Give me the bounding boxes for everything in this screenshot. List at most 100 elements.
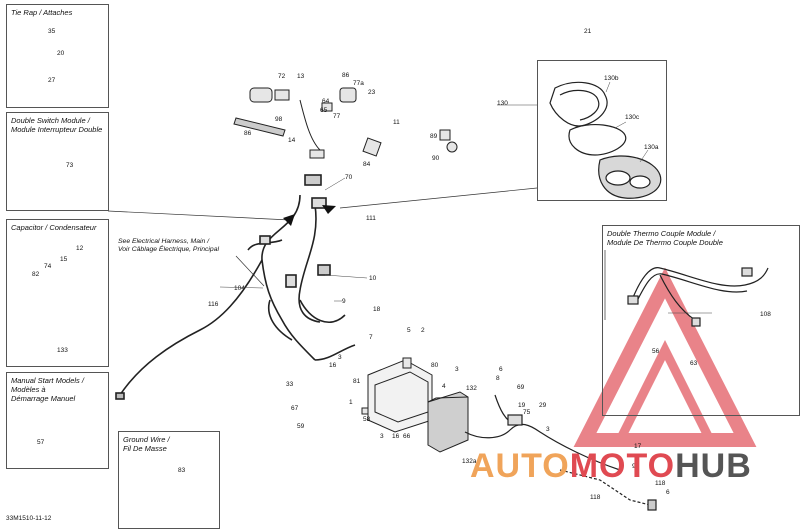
arrow-icon xyxy=(283,214,295,226)
cover-assembly xyxy=(549,81,662,199)
box-subtitle: Démarrage Manuel xyxy=(11,394,76,403)
double-switch-box: Double Switch Module / Module Interrupte… xyxy=(6,112,109,211)
part-label: 3 xyxy=(546,426,550,433)
part-label: 59 xyxy=(297,423,305,430)
part-label: 21 xyxy=(584,28,592,35)
part-label: 83 xyxy=(178,467,186,474)
part-label: 104 xyxy=(234,285,245,292)
part-label: 12 xyxy=(76,245,84,252)
part-label: 2 xyxy=(421,327,425,334)
part-label: 75 xyxy=(523,409,531,416)
thermo-couple-box: Double Thermo Couple Module / Module De … xyxy=(602,225,800,416)
top-connectors xyxy=(233,87,458,159)
part-label: 98 xyxy=(275,116,283,123)
part-label: 6 xyxy=(666,489,670,496)
part-label: 77 xyxy=(333,113,341,120)
part-label: 20 xyxy=(57,50,65,57)
part-label: 69 xyxy=(517,384,525,391)
part-label: 10 xyxy=(369,275,377,282)
document-reference: 33M1510-11-12 xyxy=(6,515,52,522)
part-label: 23 xyxy=(368,89,376,96)
leader-lines xyxy=(107,187,606,320)
part-label: 5 xyxy=(407,327,411,334)
part-label: 74 xyxy=(44,263,52,270)
part-label: 130c xyxy=(625,114,640,121)
part-label: 58 xyxy=(363,416,371,423)
part-label: 3 xyxy=(380,433,384,440)
box-title: Tie Rap / Attaches xyxy=(11,8,73,17)
part-label: 111 xyxy=(366,215,376,222)
watermark-text: AUTOMOTOHUB xyxy=(470,447,752,485)
part-label: 7 xyxy=(369,334,373,341)
part-label: 6 xyxy=(499,366,503,373)
part-label: 3 xyxy=(338,354,342,361)
thermo-wiring xyxy=(627,267,769,327)
part-label: 118 xyxy=(655,480,666,487)
part-label: 89 xyxy=(430,133,438,140)
cover-box xyxy=(537,60,667,201)
arrow-icon xyxy=(322,205,336,214)
part-label: 130b xyxy=(604,75,619,82)
part-label: 63 xyxy=(690,360,698,367)
part-label: 66 xyxy=(403,433,411,440)
box-title: Ground Wire / xyxy=(123,435,170,444)
part-label: 17 xyxy=(634,443,642,450)
part-label: 4 xyxy=(442,383,446,390)
part-label: 91 xyxy=(632,463,640,470)
part-label: 13 xyxy=(297,73,305,80)
watermark-logo xyxy=(573,267,757,447)
tie-rap-box: Tie Rap / Attaches xyxy=(6,4,109,108)
part-label: 90 xyxy=(432,155,440,162)
part-label: 18 xyxy=(373,306,381,313)
box-title: Manual Start Models / xyxy=(11,376,84,385)
part-label: 57 xyxy=(37,439,45,446)
part-label: 108 xyxy=(760,311,771,318)
part-label: 1 xyxy=(349,399,353,406)
part-label: 11 xyxy=(393,119,400,126)
manual-start-box: Manual Start Models / Modèles à Démarrag… xyxy=(6,372,109,469)
part-label: 16 xyxy=(329,362,337,369)
part-label: 9 xyxy=(342,298,346,305)
part-label: 77a xyxy=(353,80,364,87)
part-label: 64 xyxy=(322,98,330,105)
part-label: 73 xyxy=(66,162,74,169)
part-label: 86 xyxy=(244,130,252,137)
part-label: 65 xyxy=(320,107,328,114)
box-subtitle: Modèles à xyxy=(11,385,46,394)
part-label: 15 xyxy=(60,256,68,263)
main-harness xyxy=(115,174,356,400)
part-label: 8 xyxy=(496,375,500,382)
box-subtitle: Fil De Masse xyxy=(123,444,167,453)
box-title: Double Switch Module / xyxy=(11,116,90,125)
part-label: 133 xyxy=(57,347,68,354)
part-label: 56 xyxy=(652,348,660,355)
part-label: 70 xyxy=(345,174,353,181)
part-label: 14 xyxy=(288,137,296,144)
part-label: 130 xyxy=(497,100,508,107)
part-label: 132a xyxy=(462,458,477,465)
part-label: 67 xyxy=(291,405,299,412)
box-title: Capacitor / Condensateur xyxy=(11,223,97,232)
part-label: 72 xyxy=(278,73,286,80)
part-label: 27 xyxy=(48,77,56,84)
box-title: Double Thermo Couple Module / xyxy=(607,229,716,238)
harness-reference-note: See Electrical Harness, Main / Voir Câbl… xyxy=(118,238,219,253)
part-label: 35 xyxy=(48,28,56,35)
ground-wire-box: Ground Wire / Fil De Masse xyxy=(118,431,220,529)
part-label: 81 xyxy=(353,378,361,385)
part-label: 84 xyxy=(363,161,371,168)
battery-group xyxy=(361,357,469,453)
starter-cables xyxy=(464,394,657,511)
part-label: 116 xyxy=(208,301,219,308)
part-label: 80 xyxy=(431,362,439,369)
part-label: 33 xyxy=(286,381,294,388)
part-label: 130a xyxy=(644,144,659,151)
part-label: 29 xyxy=(539,402,547,409)
part-label: 86 xyxy=(342,72,350,79)
part-label: 118 xyxy=(590,494,601,501)
part-label: 19 xyxy=(518,402,526,409)
capacitor-box: Capacitor / Condensateur xyxy=(6,219,109,367)
part-label: 3 xyxy=(455,366,459,373)
box-subtitle: Module De Thermo Couple Double xyxy=(607,238,723,247)
